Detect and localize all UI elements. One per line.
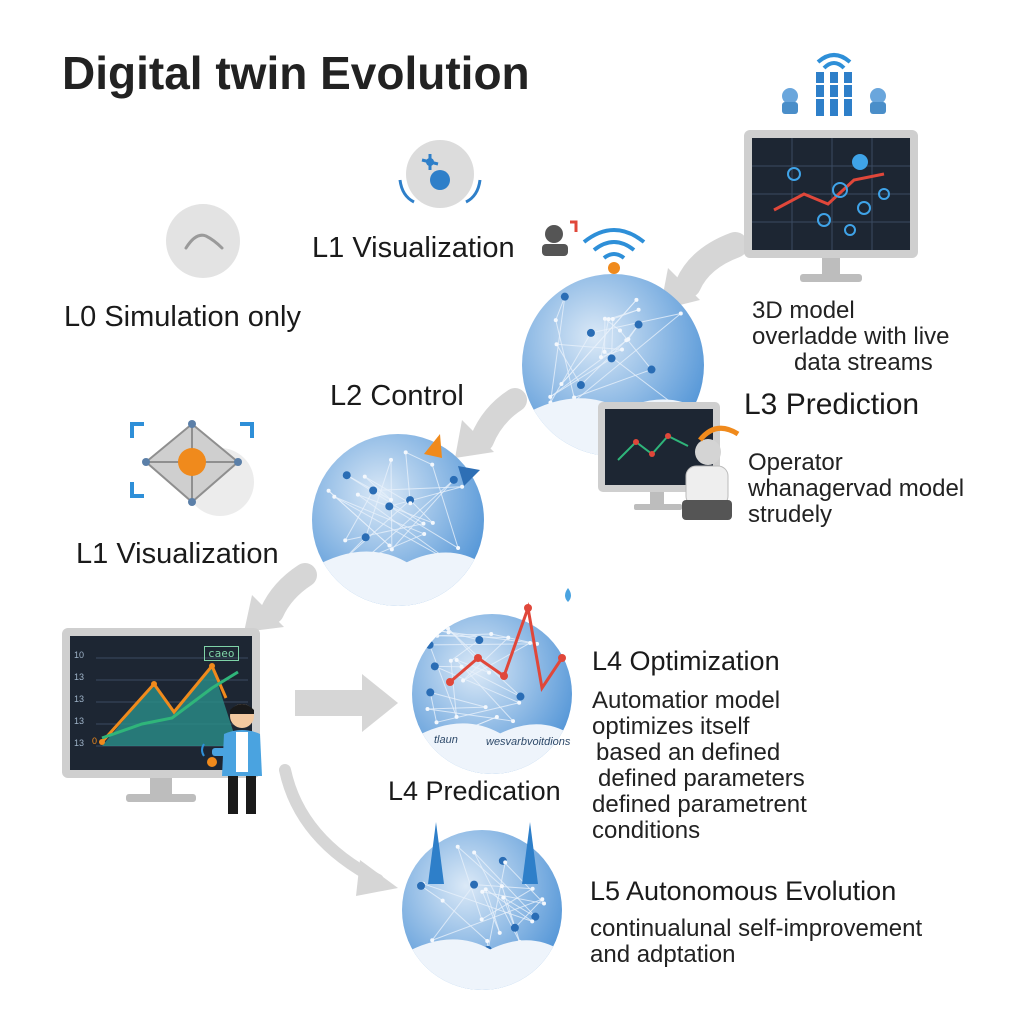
y-tick: 10	[74, 650, 85, 660]
y-tick: 0	[92, 736, 98, 746]
arrow-l2-to-l1	[470, 388, 527, 452]
node-cube-icon	[130, 420, 254, 516]
y-tick: 13	[74, 694, 85, 704]
sphere-caption-left: tlaun	[434, 734, 458, 746]
l4-chart-overlay	[446, 588, 571, 692]
sphere-l4	[412, 614, 572, 774]
wifi-icon	[582, 228, 646, 274]
sphere-l2	[312, 434, 484, 606]
monitor-chart: caeo 10 13 13 13 13 0	[62, 628, 262, 806]
monitor-3d-model	[744, 130, 918, 282]
engineer-icon	[201, 704, 262, 814]
l4-optimization-desc: Automatior model optimizes itself based …	[592, 687, 807, 844]
signal-tower-icon	[782, 53, 886, 116]
curve-icon	[166, 204, 240, 278]
arrow-monitor-to-l4-shaft	[295, 690, 365, 716]
arrow-monitor-to-l4-head	[362, 674, 398, 732]
y-tick: 13	[74, 716, 85, 726]
y-tick: 13	[74, 738, 85, 748]
shape-markers	[424, 434, 480, 486]
l0-label: L0 Simulation only	[64, 301, 301, 333]
l3-desc-top: 3D model overladde with live data stream…	[752, 297, 950, 376]
page-title: Digital twin Evolution	[62, 47, 530, 99]
l4-predication-label: L4 Predication	[388, 776, 561, 806]
y-tick: 13	[74, 672, 85, 682]
l2-label: L2 Control	[330, 380, 464, 412]
l1-left-label: L1 Visualization	[76, 538, 279, 570]
l5-label: L5 Autonomous Evolution	[590, 876, 897, 906]
l4-optimization-label: L4 Optimization	[592, 646, 780, 676]
l3-desc-bottom: Operator whanagervad model strudely	[748, 449, 965, 528]
node-sphere-icon	[398, 140, 482, 208]
sphere-caption-right: wesvarbvoitdions	[486, 736, 571, 748]
monitor-tag: caeo	[204, 646, 239, 661]
operator-icon	[598, 402, 740, 520]
beam-markers	[428, 822, 538, 884]
l1-top-label: L1 Visualization	[312, 232, 515, 264]
l5-desc: continualunal self-improvement and adpta…	[590, 915, 923, 968]
arrow-l1-to-monitor	[260, 563, 317, 624]
l3-label: L3 Prediction	[744, 388, 920, 421]
user-icon	[542, 220, 578, 256]
arrow-l3-to-l2	[675, 232, 748, 298]
